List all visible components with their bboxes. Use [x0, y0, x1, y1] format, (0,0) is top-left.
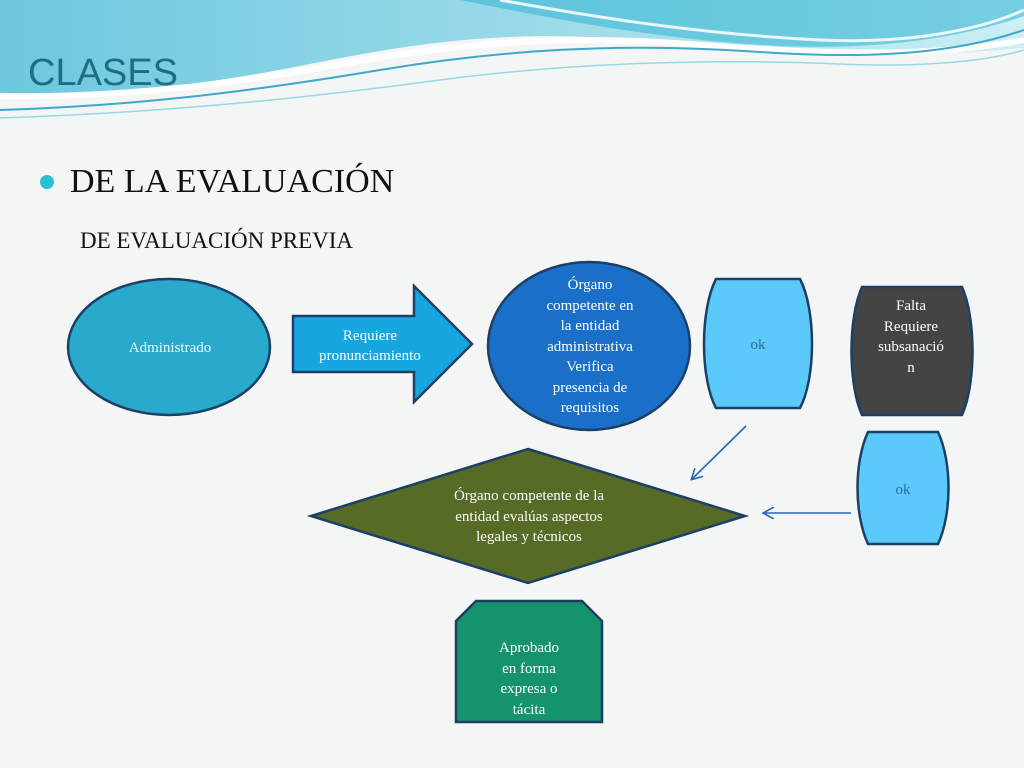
falta-label: Falta Requiere subsanació n [878, 298, 944, 376]
organo-verifica-ellipse [486, 260, 692, 432]
subheading: DE EVALUACIÓN PREVIA [80, 228, 354, 253]
bullet-dot-icon [40, 175, 54, 189]
ok-right-label: ok [895, 481, 911, 498]
background-waves [0, 0, 1024, 119]
bullet-text: DE LA EVALUACIÓN [70, 163, 395, 200]
slide-title: CLASES [28, 52, 178, 94]
connector-ok-to-diamond [692, 425, 747, 479]
falta-shape [850, 285, 974, 417]
administrado-label: Administrado [128, 339, 212, 356]
organo-verifica-label: Órgano competente en la entidad administ… [546, 277, 634, 417]
aprobado-label: Aprobado en forma expresa o tácita [499, 640, 559, 718]
ok-top-label: ok [750, 336, 766, 353]
requiere-arrow-shape [291, 282, 474, 406]
aprobado-shape [454, 599, 604, 724]
ok-top-shape [702, 277, 814, 410]
organo-evalua-diamond [306, 447, 750, 585]
requiere-label: Requiere pronunciamiento [319, 327, 421, 365]
organo-evalua-label: Órgano competente de la entidad evalúas … [453, 488, 605, 546]
administrado-ellipse [66, 277, 272, 417]
ok-right-shape [856, 430, 950, 546]
bullet-item: DE LA EVALUACIÓN [40, 163, 394, 201]
